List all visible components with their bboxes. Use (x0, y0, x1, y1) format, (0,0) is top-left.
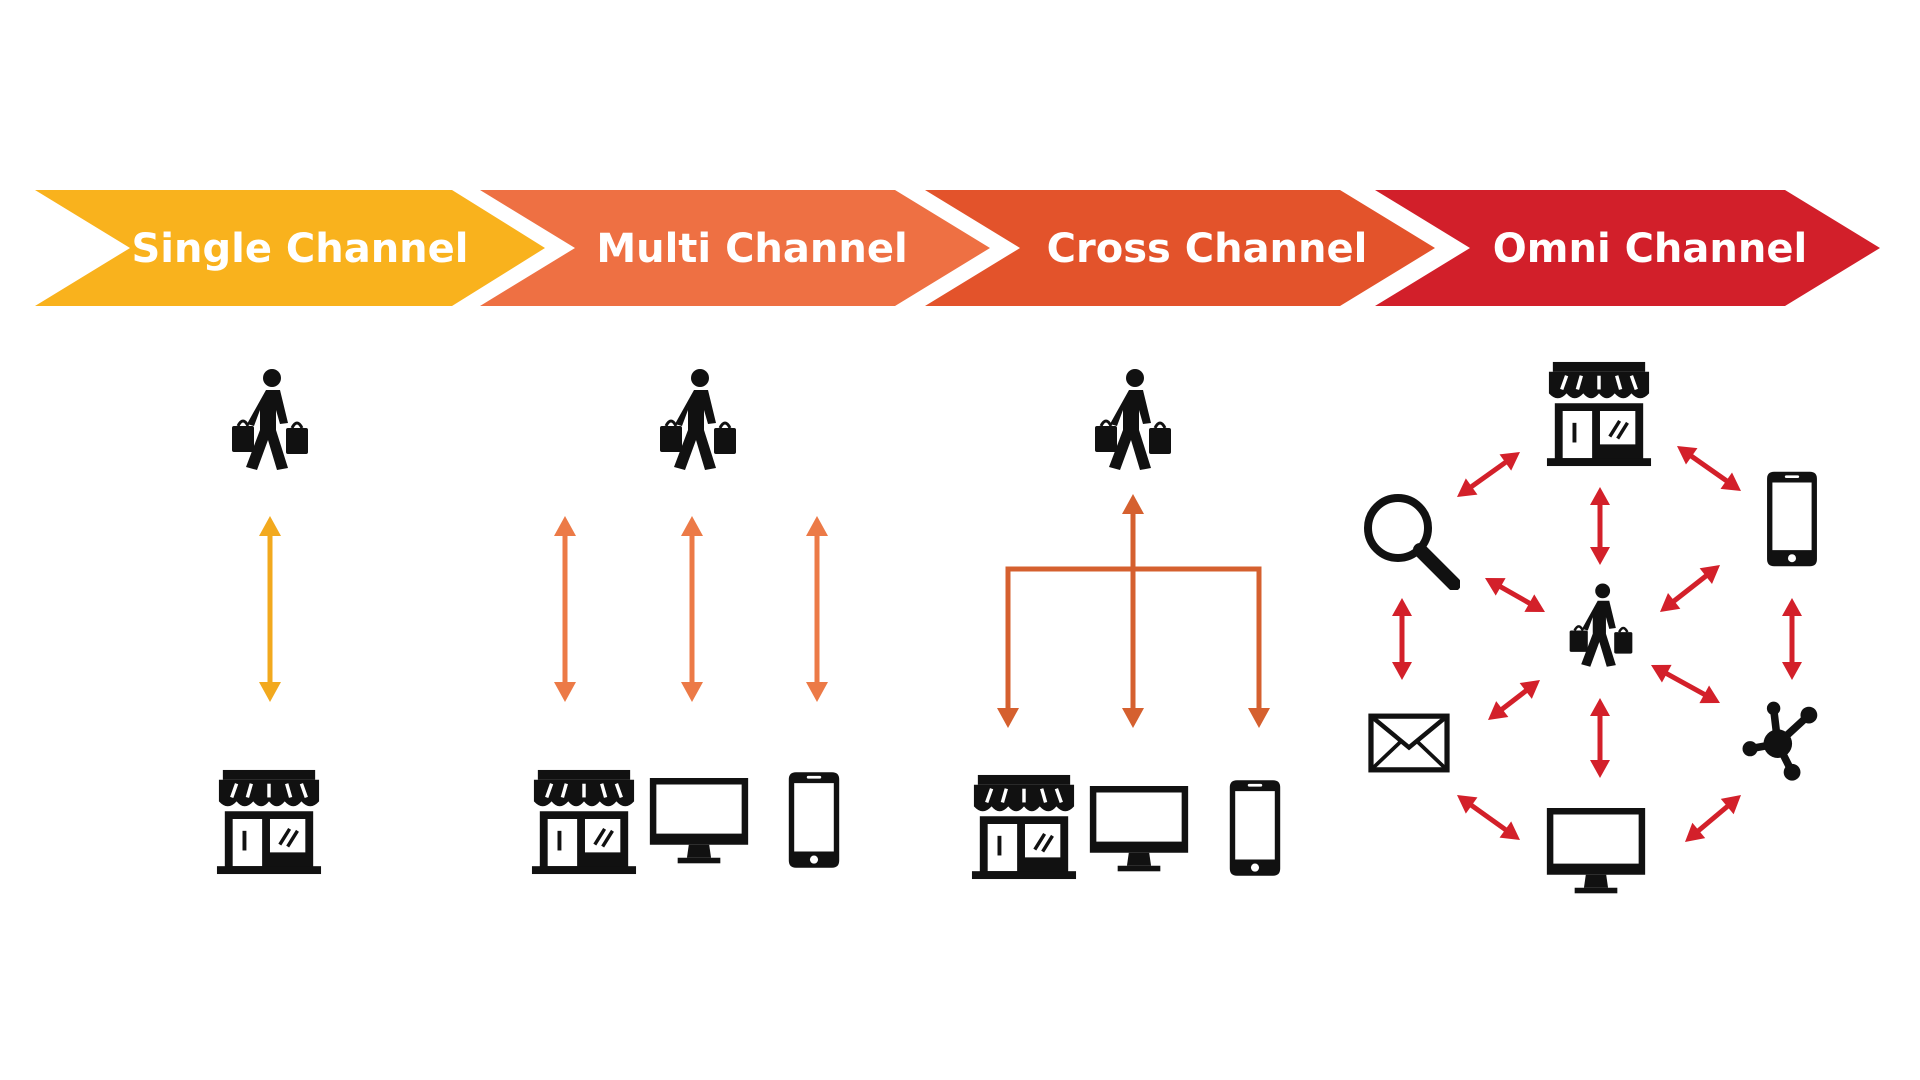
cross-connector-tree (997, 494, 1270, 728)
stage-label-multi: Multi Channel (596, 226, 907, 272)
omni-arrowhead (1499, 452, 1520, 471)
omni-arrowhead (1519, 680, 1540, 699)
smartphone-icon (1229, 780, 1281, 876)
smartphone-icon (1767, 471, 1817, 567)
omni-arrowhead (1651, 664, 1672, 683)
omni-connector-line (1662, 669, 1709, 699)
desktop-icon (649, 777, 749, 864)
omni-arrowhead (1499, 821, 1520, 840)
omni-connector-line (1497, 686, 1531, 714)
stage-label-omni: Omni Channel (1493, 226, 1807, 272)
cross-channel-column (970, 368, 1281, 881)
omni-arrowhead (1782, 662, 1802, 680)
store-icon (215, 768, 323, 876)
single-connector-arrow (259, 516, 281, 702)
omni-connector-line (1687, 452, 1731, 485)
omni-arrowhead (1590, 698, 1610, 716)
desktop-icon (1089, 785, 1189, 872)
stage-chevron-multi (480, 190, 990, 306)
omni-connector-line (1467, 801, 1510, 834)
store-icon (1545, 360, 1653, 468)
desktop-icon (1546, 807, 1646, 894)
omni-arrowhead (1685, 822, 1706, 842)
store-icon (970, 773, 1078, 881)
omni-arrowhead (1720, 472, 1741, 491)
omni-arrowhead (1457, 795, 1478, 814)
social-network-icon (1743, 702, 1818, 781)
omni-channel-network (1368, 360, 1818, 894)
shopper-icon (658, 368, 738, 472)
stage-label-cross: Cross Channel (1047, 226, 1368, 272)
shopper-icon (230, 368, 310, 472)
multi-channel-column (530, 368, 840, 876)
stage-chevron-cross (925, 190, 1435, 306)
shopper-icon (1093, 368, 1173, 472)
omni-arrowhead (1392, 598, 1412, 616)
omni-arrowhead (1488, 701, 1509, 720)
stage-banner: Single Channel Multi Channel Cross Chann… (35, 190, 1880, 306)
omni-arrowhead (1699, 685, 1720, 704)
omni-arrowhead (1699, 565, 1720, 584)
omni-arrowhead (1677, 446, 1698, 465)
shopper-icon (1568, 582, 1634, 669)
omni-connector-line (1467, 458, 1510, 491)
mail-icon (1371, 716, 1447, 770)
omni-arrowhead (1524, 594, 1545, 612)
omni-connector-line (1496, 582, 1534, 608)
omni-arrowhead (1782, 598, 1802, 616)
store-icon (530, 768, 638, 876)
stage-label-single: Single Channel (131, 226, 468, 272)
stage-chevron-omni (1375, 190, 1880, 306)
single-channel-column (215, 368, 323, 876)
omni-arrowhead (1457, 478, 1478, 497)
multi-connector-arrows (554, 516, 828, 702)
omni-connector-arrows (1392, 446, 1802, 842)
search-icon (1368, 498, 1454, 584)
omni-arrowhead (1590, 547, 1610, 565)
omni-arrowhead (1590, 487, 1610, 505)
omni-arrowhead (1392, 662, 1412, 680)
smartphone-icon (788, 772, 840, 868)
omni-arrowhead (1660, 593, 1681, 612)
omni-arrowhead (1720, 795, 1741, 815)
omni-arrowhead (1485, 578, 1506, 596)
omni-connector-line (1669, 571, 1711, 606)
omni-connector-line (1694, 802, 1732, 835)
omni-arrowhead (1590, 760, 1610, 778)
stage-chevron-single (35, 190, 545, 306)
